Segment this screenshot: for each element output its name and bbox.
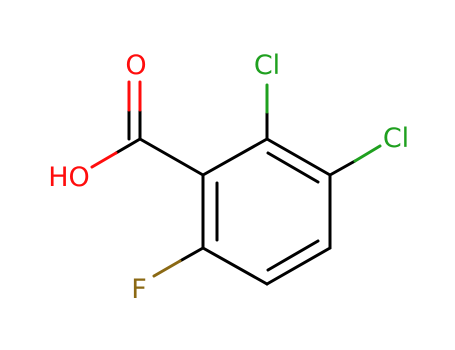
substituent-bonds (152, 83, 382, 278)
bond-cooh-oh-black (114, 137, 142, 155)
ring-bonds (201, 137, 332, 286)
bond-c3-cl-green (353, 144, 382, 163)
atom-cl-2: Cl (254, 50, 280, 81)
atom-o-hydroxyl: HO (48, 162, 90, 193)
bond-c1-c2 (201, 137, 269, 177)
bond-c6-f-brown (152, 259, 182, 278)
atom-o-carbonyl: O (125, 50, 146, 81)
bond-c2-c3 (265, 137, 332, 177)
bond-cooh-oh-red (90, 151, 118, 169)
atom-f-6: F (131, 274, 147, 305)
bond-c5-c6 (201, 246, 269, 286)
bond-c6-f-black (178, 246, 205, 263)
atom-cl-3: Cl (383, 123, 409, 154)
bond-c1-ccooh (138, 137, 205, 177)
bond-c2-c3-inner (266, 151, 320, 184)
bond-c4-c5 (265, 246, 332, 286)
bond-c3-cl-black (328, 159, 357, 177)
carboxyl-bonds (90, 80, 205, 177)
bond-c4-c5-inner (266, 239, 320, 272)
